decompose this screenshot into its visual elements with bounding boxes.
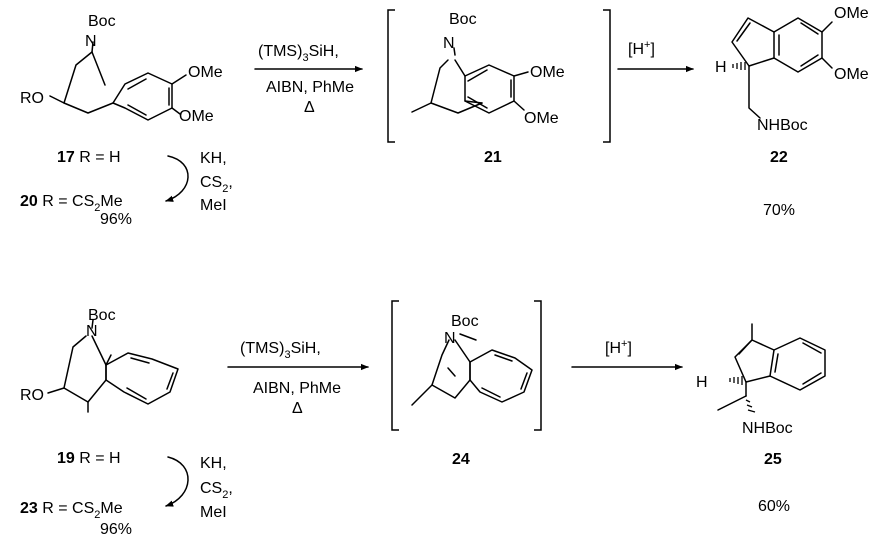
atom-ome-bottom: OMe	[179, 108, 214, 125]
reagent-kh: KH,	[200, 455, 227, 472]
reagent-mei: MeI	[200, 504, 227, 521]
reagent-aibn: AIBN, PhMe	[253, 380, 341, 397]
atom-ro: RO	[20, 387, 44, 404]
yield-20: 96%	[100, 211, 132, 228]
label-21: 21	[484, 149, 502, 166]
atom-nhboc: NHBoc	[742, 420, 793, 437]
reagent-ttmss: (TMS)3SiH,	[258, 43, 339, 64]
reagent-aibn: AIBN, PhMe	[266, 79, 354, 96]
reagent-ttmss: (TMS)3SiH,	[240, 340, 321, 361]
atom-ome-bottom: OMe	[834, 66, 869, 83]
label-19: 19 R = H	[57, 450, 121, 467]
atom-h: H	[696, 374, 708, 391]
atom-ome-top: OMe	[530, 64, 565, 81]
curved-arrow-19-23	[165, 456, 189, 507]
yield-22: 70%	[763, 202, 795, 219]
atom-n: N	[443, 35, 455, 52]
compound-17-structure: Boc N OMe OMe RO	[20, 13, 223, 125]
atom-nhboc: NHBoc	[757, 117, 808, 134]
reagent-cs2: CS2,	[200, 174, 233, 195]
label-22: 22	[770, 149, 788, 166]
label-17: 17 R = H	[57, 149, 121, 166]
atom-boc: Boc	[451, 313, 479, 330]
atom-ro: RO	[20, 90, 44, 107]
compound-21-structure: Boc N OMe OMe	[387, 9, 611, 143]
compound-22-structure: H OMe OMe NHBoc	[715, 5, 869, 134]
yield-23: 96%	[100, 521, 132, 538]
atom-ome-top: OMe	[834, 5, 869, 22]
reagent-heat: Δ	[292, 400, 303, 417]
atom-boc: Boc	[88, 307, 116, 324]
reagent-acid: [H+]	[605, 338, 632, 357]
label-24: 24	[452, 451, 470, 468]
reagent-acid: [H+]	[628, 39, 655, 58]
reagent-kh: KH,	[200, 150, 227, 167]
atom-n: N	[444, 330, 456, 347]
atom-n: N	[85, 33, 97, 50]
atom-ome-bottom: OMe	[524, 110, 559, 127]
compound-19-structure: Boc N RO	[20, 307, 179, 413]
compound-25-structure: H NHBoc	[696, 323, 826, 437]
label-25: 25	[764, 451, 782, 468]
yield-25: 60%	[758, 498, 790, 515]
label-23: 23 R = CS2Me	[20, 500, 123, 521]
label-20: 20 R = CS2Me	[20, 193, 123, 214]
atom-ome-top: OMe	[188, 64, 223, 81]
atom-h: H	[715, 59, 727, 76]
atom-boc: Boc	[88, 13, 116, 30]
curved-arrow-17-20	[165, 155, 189, 202]
compound-24-structure: Boc N	[391, 300, 542, 431]
atom-boc: Boc	[449, 11, 477, 28]
reagent-heat: Δ	[304, 99, 315, 116]
reagent-cs2: CS2,	[200, 480, 233, 501]
atom-n: N	[86, 323, 98, 340]
reagent-mei: MeI	[200, 197, 227, 214]
